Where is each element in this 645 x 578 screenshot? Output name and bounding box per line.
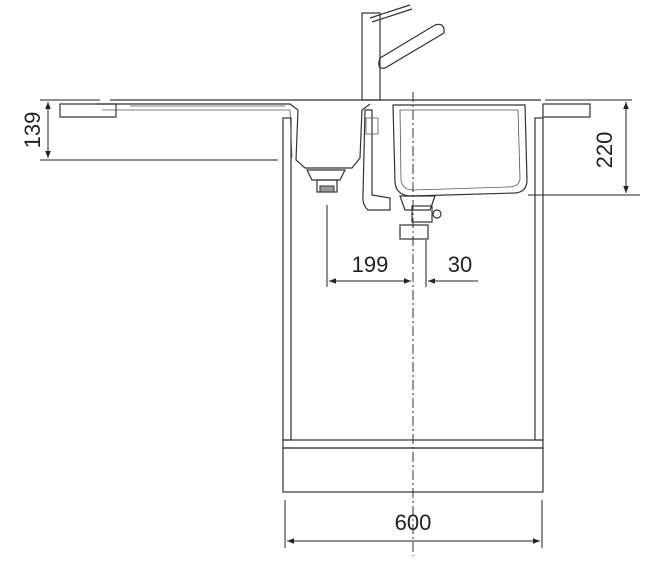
dimension-30: 30 (425, 240, 478, 287)
dimension-600-label: 600 (395, 510, 432, 535)
dimension-139-label: 139 (20, 112, 45, 149)
main-bowl (392, 104, 528, 197)
dimension-220: 220 (528, 99, 640, 196)
countertop (59, 99, 591, 118)
sink-drainer (95, 103, 371, 169)
waste-pipes (362, 109, 442, 240)
faucet (361, 4, 445, 101)
dimension-30-label: 30 (448, 252, 472, 277)
dimension-600: 600 (284, 500, 543, 548)
dimension-199-label: 199 (352, 252, 389, 277)
dimension-139: 139 (20, 99, 278, 161)
dimension-220-label: 220 (592, 132, 617, 169)
dimension-199: 199 (326, 205, 411, 287)
small-bowl-drain (306, 169, 346, 193)
